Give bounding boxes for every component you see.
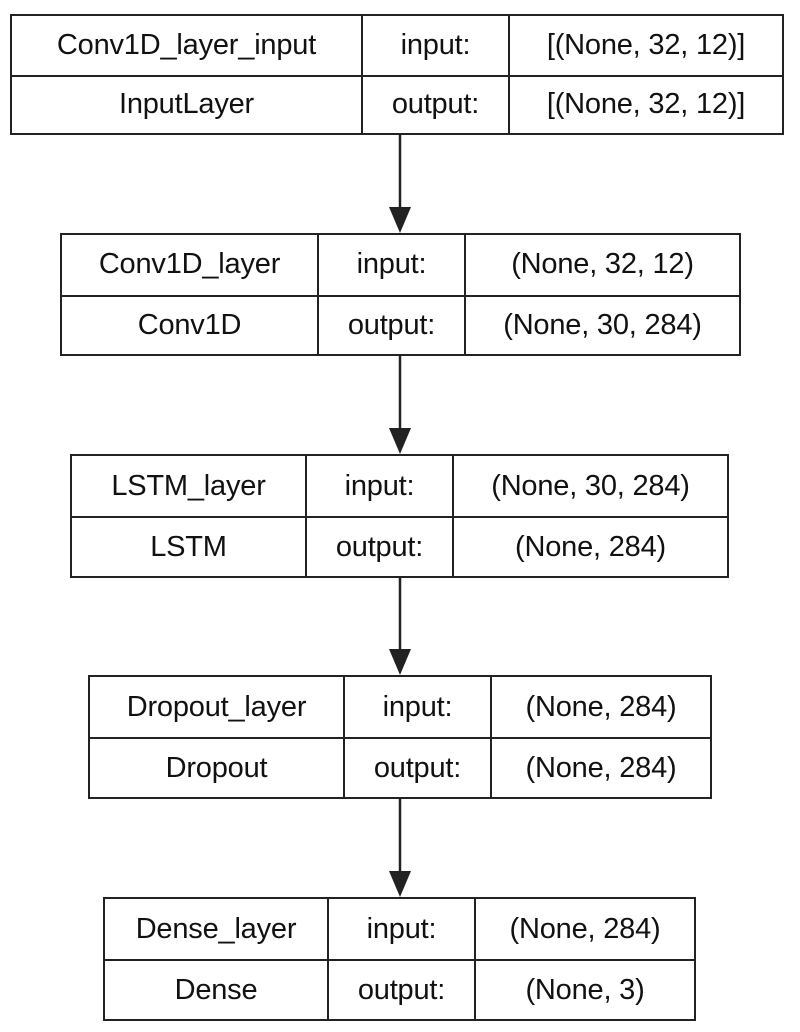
layer-name: Conv1D_layer bbox=[98, 248, 281, 281]
output-shape: (None, 284) bbox=[490, 739, 710, 797]
arrow-1-to-2 bbox=[389, 356, 411, 454]
input-label: input: bbox=[327, 899, 474, 959]
input-label: input: bbox=[317, 235, 464, 295]
output-label: output: bbox=[317, 296, 464, 354]
arrow-0-to-1 bbox=[389, 135, 411, 233]
output-label: output: bbox=[343, 739, 490, 797]
output-label: output: bbox=[305, 518, 452, 576]
input-label: input: bbox=[343, 677, 490, 737]
output-label: output: bbox=[327, 961, 474, 1019]
input-label: input: bbox=[305, 456, 452, 516]
layer-row-input: Dense_layer input: (None, 284) bbox=[105, 899, 694, 959]
input-shape: (None, 284) bbox=[474, 899, 694, 959]
layer-type: Dense bbox=[174, 973, 258, 1006]
layer-type: Dropout bbox=[165, 751, 268, 784]
layer-row-input: Dropout_layer input: (None, 284) bbox=[90, 677, 710, 737]
layer-node-dense: Dense_layer input: (None, 284) Dense out… bbox=[103, 897, 696, 1021]
arrow-3-to-4 bbox=[389, 799, 411, 897]
layer-row-input: Conv1D_layer_input input: [(None, 32, 12… bbox=[12, 16, 782, 75]
layer-row-output: Dense output: (None, 3) bbox=[105, 959, 694, 1019]
input-shape: [(None, 32, 12)] bbox=[508, 16, 782, 75]
input-label: input: bbox=[361, 16, 508, 75]
layer-node-lstm: LSTM_layer input: (None, 30, 284) LSTM o… bbox=[70, 454, 729, 578]
output-shape: (None, 3) bbox=[474, 961, 694, 1019]
layer-name: Conv1D_layer_input bbox=[56, 28, 317, 61]
layer-row-input: Conv1D_layer input: (None, 32, 12) bbox=[62, 235, 739, 295]
input-shape: (None, 30, 284) bbox=[452, 456, 727, 516]
layer-type: Conv1D bbox=[137, 308, 242, 341]
arrow-2-to-3 bbox=[389, 578, 411, 675]
layer-row-output: Dropout output: (None, 284) bbox=[90, 737, 710, 797]
layer-row-output: LSTM output: (None, 284) bbox=[72, 516, 727, 576]
output-label: output: bbox=[361, 76, 508, 133]
layer-type: InputLayer bbox=[118, 88, 255, 121]
layer-name: Dense_layer bbox=[135, 912, 297, 945]
layer-name: Dropout_layer bbox=[126, 690, 307, 723]
output-shape: (None, 30, 284) bbox=[464, 296, 739, 354]
layer-row-input: LSTM_layer input: (None, 30, 284) bbox=[72, 456, 727, 516]
layer-row-output: InputLayer output: [(None, 32, 12)] bbox=[12, 74, 782, 133]
layer-row-output: Conv1D output: (None, 30, 284) bbox=[62, 294, 739, 354]
layer-name: LSTM_layer bbox=[111, 469, 266, 502]
layer-node-conv1d-input: Conv1D_layer_input input: [(None, 32, 12… bbox=[10, 14, 784, 135]
output-shape: (None, 284) bbox=[452, 518, 727, 576]
layer-node-dropout: Dropout_layer input: (None, 284) Dropout… bbox=[88, 675, 712, 799]
input-shape: (None, 32, 12) bbox=[464, 235, 739, 295]
input-shape: (None, 284) bbox=[490, 677, 710, 737]
layer-type: LSTM bbox=[150, 530, 227, 563]
layer-node-conv1d: Conv1D_layer input: (None, 32, 12) Conv1… bbox=[60, 233, 741, 356]
output-shape: [(None, 32, 12)] bbox=[508, 76, 782, 133]
